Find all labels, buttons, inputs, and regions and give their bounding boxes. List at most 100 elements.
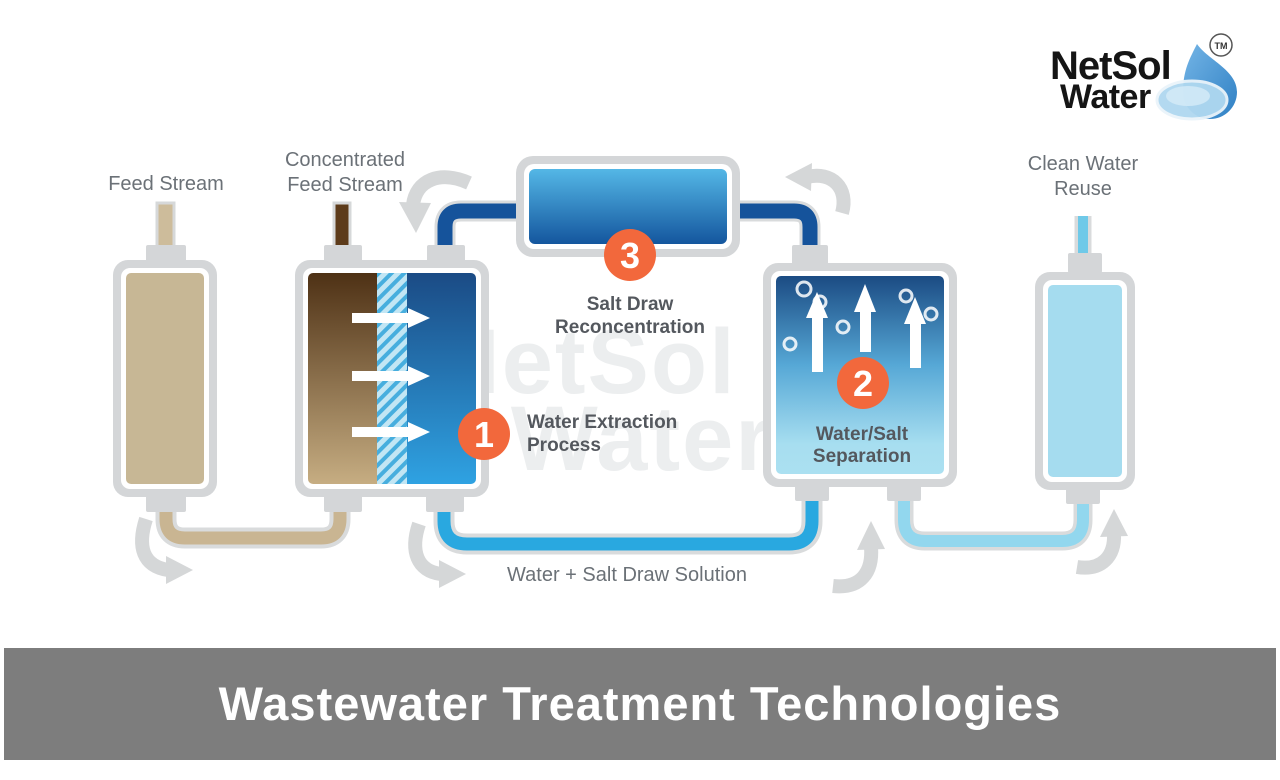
- arrow-head: [166, 556, 193, 584]
- bottom-pipe-label: Water + Salt Draw Solution: [507, 564, 747, 586]
- arrow-curve: [406, 170, 472, 207]
- step-badge-1: 1: [458, 408, 510, 460]
- arrow-shaft: [352, 313, 408, 323]
- arrow-shaft: [860, 310, 871, 352]
- concentrated-feed-label-line2: Feed Stream: [287, 174, 403, 196]
- vessel-contents: [529, 169, 727, 244]
- step3-label-line1: Salt Draw: [587, 294, 674, 315]
- bubble-icon: [795, 280, 813, 298]
- draw-solution-pipe-left: [434, 200, 523, 260]
- inlet-stub: [155, 201, 176, 251]
- bubble-icon: [835, 319, 851, 335]
- top-collar: [792, 245, 828, 265]
- badge-number: 3: [620, 235, 640, 276]
- bottom-left-collar: [324, 494, 362, 512]
- feed-pipe: [155, 500, 351, 549]
- logo-text-line2: Water: [1060, 78, 1151, 116]
- pipe-fill: [159, 500, 347, 545]
- pipe-fill: [437, 203, 523, 260]
- arrow-curve: [408, 521, 443, 581]
- flow-direction-arrows: [135, 163, 1128, 594]
- top-right-collar: [427, 245, 465, 265]
- up-arrow-icon: [854, 284, 876, 352]
- arrow-head: [399, 202, 431, 233]
- concentrated-feed-label-line1: Concentrated: [285, 149, 405, 171]
- arrow-curve: [832, 546, 879, 594]
- arrow-head: [408, 366, 430, 386]
- watermark-line2: Water: [511, 388, 773, 490]
- bubble-icon: [898, 288, 914, 304]
- arrow-curve: [135, 516, 170, 577]
- arrow-head: [1100, 509, 1128, 537]
- water-lens-highlight: [1166, 86, 1210, 106]
- up-arrow-icon: [806, 292, 828, 372]
- badge-circle: [458, 408, 510, 460]
- arrow-curve: [1075, 533, 1122, 575]
- arrow-shaft: [352, 427, 408, 437]
- pipes: [155, 200, 1093, 555]
- step-badge-2: 2: [837, 357, 889, 409]
- draw-solution-pipe-right: [733, 200, 821, 260]
- bottom-right-collar: [887, 485, 921, 501]
- curved-arrow-down-icon: [399, 170, 472, 233]
- step3-label-line2: Reconcentration: [555, 317, 705, 338]
- trademark-badge: TM: [1209, 33, 1233, 57]
- tank-contents: [1048, 285, 1122, 477]
- curved-arrow-right-icon: [408, 521, 466, 588]
- bottom-left-collar: [795, 485, 829, 501]
- arrow-shaft: [352, 371, 408, 381]
- feed-tank: [113, 201, 217, 512]
- top-left-collar: [324, 245, 362, 265]
- arrow-head: [785, 163, 812, 191]
- bubble-icon: [782, 336, 798, 352]
- step1-label-line2: Process: [527, 435, 601, 456]
- right-arrow-icon: [352, 422, 430, 442]
- step1-label-line1: Water Extraction: [527, 412, 677, 433]
- osmosis-flow-arrows: [352, 308, 430, 442]
- clean-water-tank: [1035, 253, 1135, 504]
- banner: Wastewater Treatment Technologies: [4, 648, 1276, 760]
- separation-label-line1: Water/Salt: [816, 424, 909, 445]
- water-salt-solution-pipe: [433, 500, 823, 555]
- feed-stream-label: Feed Stream: [108, 173, 224, 195]
- trademark-circle: [1209, 33, 1233, 57]
- curved-arrow-up-icon: [1075, 509, 1128, 575]
- arrow-head: [854, 284, 876, 312]
- separation-label-line2: Separation: [813, 446, 911, 467]
- badge-number: 1: [474, 414, 494, 455]
- badge-number: 2: [853, 363, 873, 404]
- clean-water-pipe: [894, 500, 1093, 551]
- bottom-collar: [146, 494, 186, 512]
- badge-circle: [604, 229, 656, 281]
- up-arrow-icon: [904, 297, 926, 368]
- arrow-curve: [805, 168, 851, 215]
- labels: Feed Stream Concentrated Feed Stream Sal…: [108, 149, 1138, 586]
- logo: NetSol Water TM: [1050, 33, 1237, 121]
- curved-arrow-right-icon: [135, 516, 193, 584]
- pipe-fill: [733, 203, 818, 260]
- concentrate-stub: [332, 201, 352, 251]
- pipe-fill: [437, 500, 819, 551]
- banner-title: Wastewater Treatment Technologies: [219, 677, 1062, 730]
- arrow-head: [408, 422, 430, 442]
- bottom-right-collar: [426, 494, 464, 512]
- top-collar: [1068, 253, 1102, 273]
- reconcentration-vessel: [516, 156, 740, 257]
- membrane-cell-tank: [295, 201, 489, 512]
- clean-water-label-line1: Clean Water: [1028, 153, 1139, 175]
- bubble-icon: [923, 306, 939, 322]
- right-arrow-icon: [352, 366, 430, 386]
- clean-water-label-line2: Reuse: [1054, 178, 1112, 200]
- step-badges: 1 2 3: [458, 229, 889, 460]
- trademark-text: TM: [1215, 41, 1228, 51]
- tank-contents: [126, 273, 204, 484]
- step-badge-3: 3: [604, 229, 656, 281]
- arrow-head: [806, 292, 828, 318]
- curved-arrow-left-icon: [785, 163, 851, 215]
- pipe-casing: [894, 500, 1093, 551]
- arrow-head: [439, 560, 466, 588]
- curved-arrow-up-icon: [832, 521, 885, 594]
- badge-circle: [837, 357, 889, 409]
